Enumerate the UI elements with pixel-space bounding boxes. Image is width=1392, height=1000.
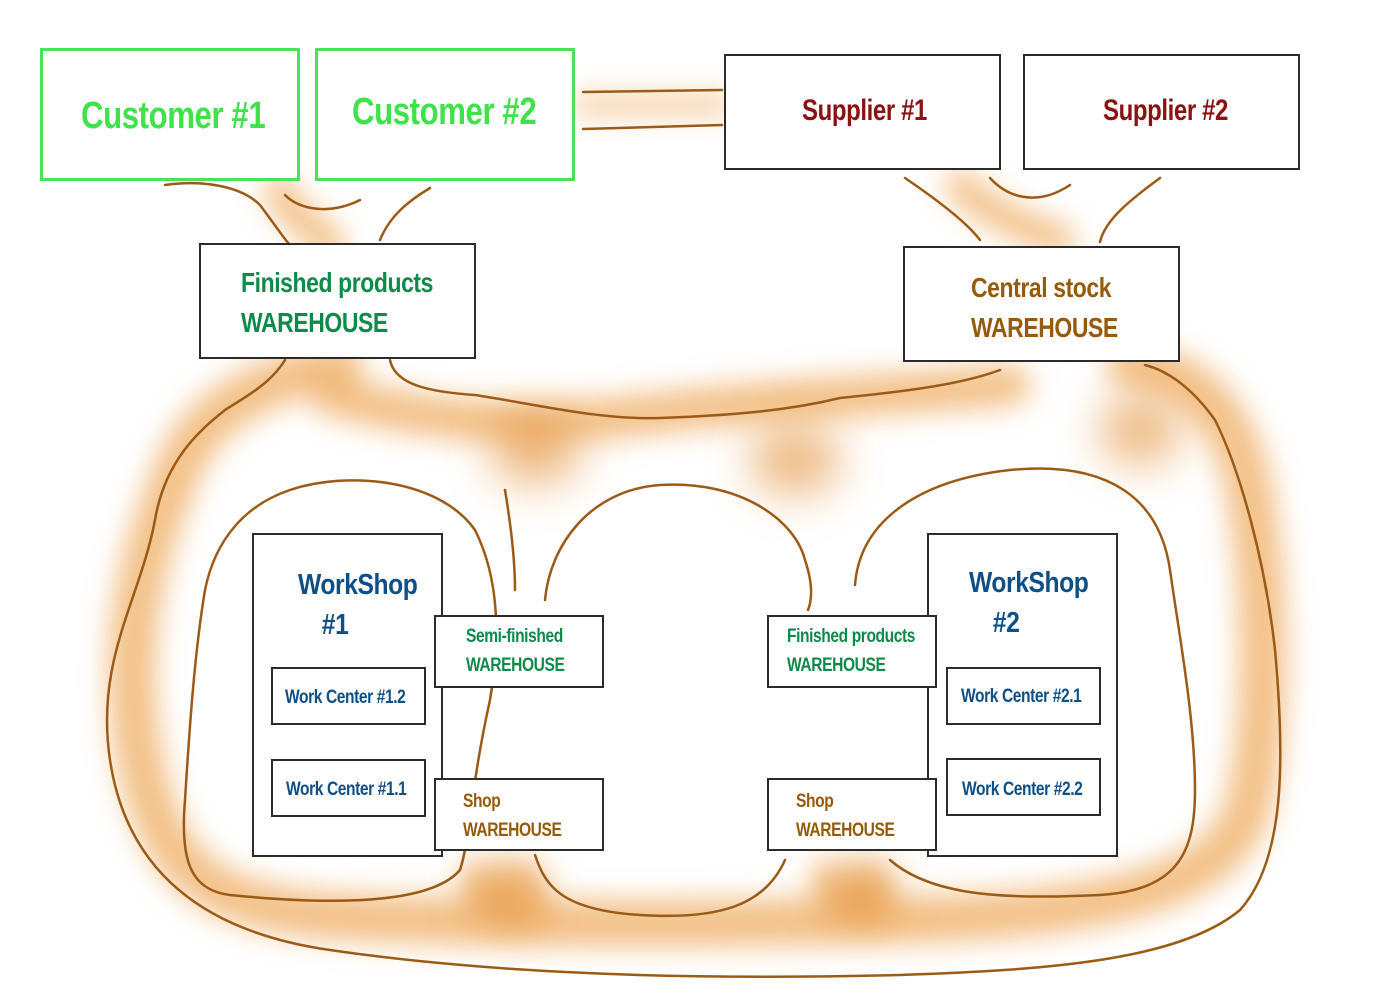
workshop-1-title-line1: WorkShop xyxy=(298,569,418,601)
semi-finished-warehouse-box: Semi-finished WAREHOUSE xyxy=(434,615,604,688)
semi-finished-warehouse-line1: Semi-finished xyxy=(466,626,563,647)
semi-finished-warehouse-line2: WAREHOUSE xyxy=(466,655,565,676)
central-stock-warehouse-line1: Central stock xyxy=(971,272,1112,303)
workshop-2-title-line2: #2 xyxy=(992,607,1020,639)
customer-2-label: Customer #2 xyxy=(352,91,537,133)
customer-2-box: Customer #2 xyxy=(315,48,575,181)
flow-hotspots xyxy=(470,395,1180,915)
semi-finished-warehouse-label: Semi-finished WAREHOUSE xyxy=(466,622,565,680)
workshop-2-title: WorkShop #2 xyxy=(969,563,1089,643)
work-center-2-1-box: Work Center #2.1 xyxy=(946,667,1101,725)
supplier-2-label: Supplier #2 xyxy=(1103,94,1228,127)
finished-products-warehouse-2-box: Finished products WAREHOUSE xyxy=(767,615,937,688)
central-stock-warehouse-label: Central stock WAREHOUSE xyxy=(971,268,1118,348)
workshop-1-title-line2: #1 xyxy=(321,609,349,641)
shop-warehouse-2-label: Shop WAREHOUSE xyxy=(796,787,895,845)
finished-products-warehouse-2-line1: Finished products xyxy=(787,626,916,647)
finished-products-warehouse-box: Finished products WAREHOUSE xyxy=(199,243,476,359)
work-center-2-2-box: Work Center #2.2 xyxy=(946,758,1101,816)
work-center-2-1-label: Work Center #2.1 xyxy=(961,686,1082,707)
finished-products-warehouse-line2: WAREHOUSE xyxy=(241,307,388,338)
shop-warehouse-1-box: Shop WAREHOUSE xyxy=(434,778,604,851)
shop-warehouse-1-line1: Shop xyxy=(463,791,501,812)
work-center-1-1-box: Work Center #1.1 xyxy=(271,759,426,817)
finished-products-warehouse-2-line2: WAREHOUSE xyxy=(787,655,886,676)
finished-products-warehouse-2-label: Finished products WAREHOUSE xyxy=(787,622,915,680)
work-center-1-2-label: Work Center #1.2 xyxy=(285,687,406,708)
shop-warehouse-1-label: Shop WAREHOUSE xyxy=(463,787,562,845)
workshop-2-title-line1: WorkShop xyxy=(969,567,1089,599)
work-center-1-2-box: Work Center #1.2 xyxy=(271,667,426,725)
shop-warehouse-2-line2: WAREHOUSE xyxy=(796,820,895,841)
shop-warehouse-2-line1: Shop xyxy=(796,791,834,812)
flow-outline xyxy=(105,88,1282,978)
workshop-1-title: WorkShop #1 xyxy=(298,565,418,645)
central-stock-warehouse-line2: WAREHOUSE xyxy=(971,312,1118,343)
finished-products-warehouse-line1: Finished products xyxy=(241,267,434,298)
supplier-1-box: Supplier #1 xyxy=(724,54,1001,170)
central-stock-warehouse-box: Central stock WAREHOUSE xyxy=(903,246,1180,362)
shop-warehouse-2-box: Shop WAREHOUSE xyxy=(767,778,937,851)
supplier-1-label: Supplier #1 xyxy=(802,94,927,127)
finished-products-warehouse-label: Finished products WAREHOUSE xyxy=(241,263,433,343)
work-center-1-1-label: Work Center #1.1 xyxy=(286,779,407,800)
work-center-2-2-label: Work Center #2.2 xyxy=(962,779,1083,800)
shop-warehouse-1-line2: WAREHOUSE xyxy=(463,820,562,841)
customer-1-box: Customer #1 xyxy=(40,48,300,181)
supplier-2-box: Supplier #2 xyxy=(1023,54,1300,170)
customer-1-label: Customer #1 xyxy=(81,95,266,137)
